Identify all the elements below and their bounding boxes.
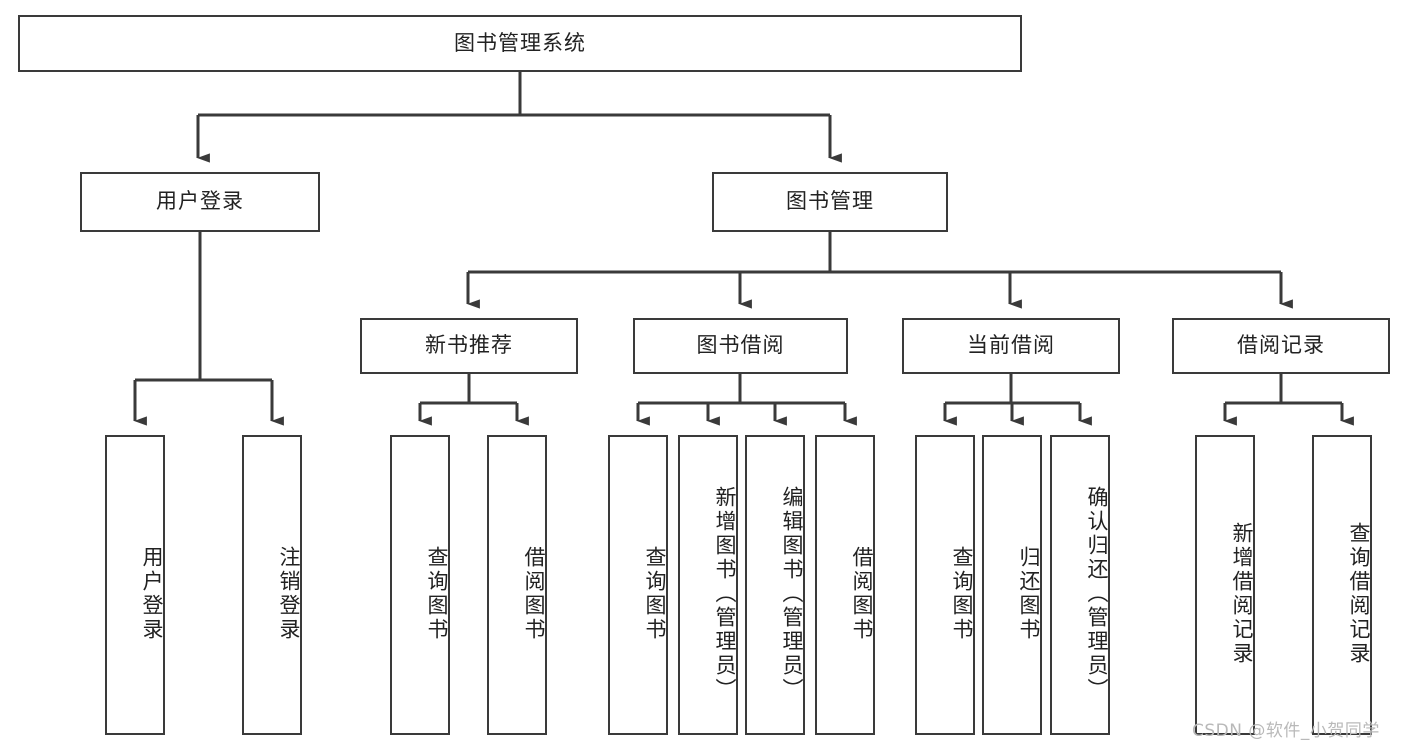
leaf-logout[interactable]: 注销登录: [242, 435, 302, 735]
leaf-query-book-recommend[interactable]: 查询图书: [390, 435, 450, 735]
node-label: 注销登录: [277, 546, 301, 642]
node-label: 新增图书（管理员）: [713, 486, 737, 702]
leaf-confirm-return-admin[interactable]: 确认归还（管理员）: [1050, 435, 1110, 735]
leaf-edit-book-admin[interactable]: 编辑图书（管理员）: [745, 435, 805, 735]
node-label: 查询图书: [425, 546, 449, 642]
node-label: 借阅图书: [850, 546, 874, 642]
node-label: 确认归还（管理员）: [1085, 486, 1109, 702]
node-root-system[interactable]: 图书管理系统: [18, 15, 1022, 72]
node-label: 借阅记录: [1237, 333, 1325, 358]
node-label: 图书借阅: [696, 333, 785, 358]
node-label: 归还图书: [1017, 546, 1041, 642]
leaf-query-book-borrow[interactable]: 查询图书: [608, 435, 668, 735]
node-label: 查询借阅记录: [1347, 522, 1371, 666]
node-label: 用户登录: [140, 546, 164, 642]
node-label: 新书推荐: [425, 333, 513, 358]
node-book-management[interactable]: 图书管理: [712, 172, 948, 232]
leaf-query-book-current[interactable]: 查询图书: [915, 435, 975, 735]
node-label: 编辑图书（管理员）: [780, 486, 804, 702]
node-current-borrow[interactable]: 当前借阅: [902, 318, 1120, 374]
node-label: 借阅图书: [522, 546, 546, 642]
node-label: 查询图书: [950, 546, 974, 642]
leaf-query-borrow-record[interactable]: 查询借阅记录: [1312, 435, 1372, 735]
leaf-add-borrow-record[interactable]: 新增借阅记录: [1195, 435, 1255, 735]
node-label: 新增借阅记录: [1230, 522, 1254, 666]
leaf-return-book[interactable]: 归还图书: [982, 435, 1042, 735]
node-user-login[interactable]: 用户登录: [80, 172, 320, 232]
node-book-borrow[interactable]: 图书借阅: [633, 318, 848, 374]
node-label: 图书管理: [786, 189, 874, 214]
leaf-borrow-book[interactable]: 借阅图书: [815, 435, 875, 735]
node-label: 当前借阅: [967, 333, 1055, 358]
leaf-borrow-book-recommend[interactable]: 借阅图书: [487, 435, 547, 735]
node-borrow-record[interactable]: 借阅记录: [1172, 318, 1390, 374]
leaf-add-book-admin[interactable]: 新增图书（管理员）: [678, 435, 738, 735]
node-label: 查询图书: [643, 546, 667, 642]
node-label: 图书管理系统: [454, 30, 586, 55]
leaf-user-login[interactable]: 用户登录: [105, 435, 165, 735]
node-new-book-recommend[interactable]: 新书推荐: [360, 318, 578, 374]
node-label: 用户登录: [156, 189, 244, 214]
